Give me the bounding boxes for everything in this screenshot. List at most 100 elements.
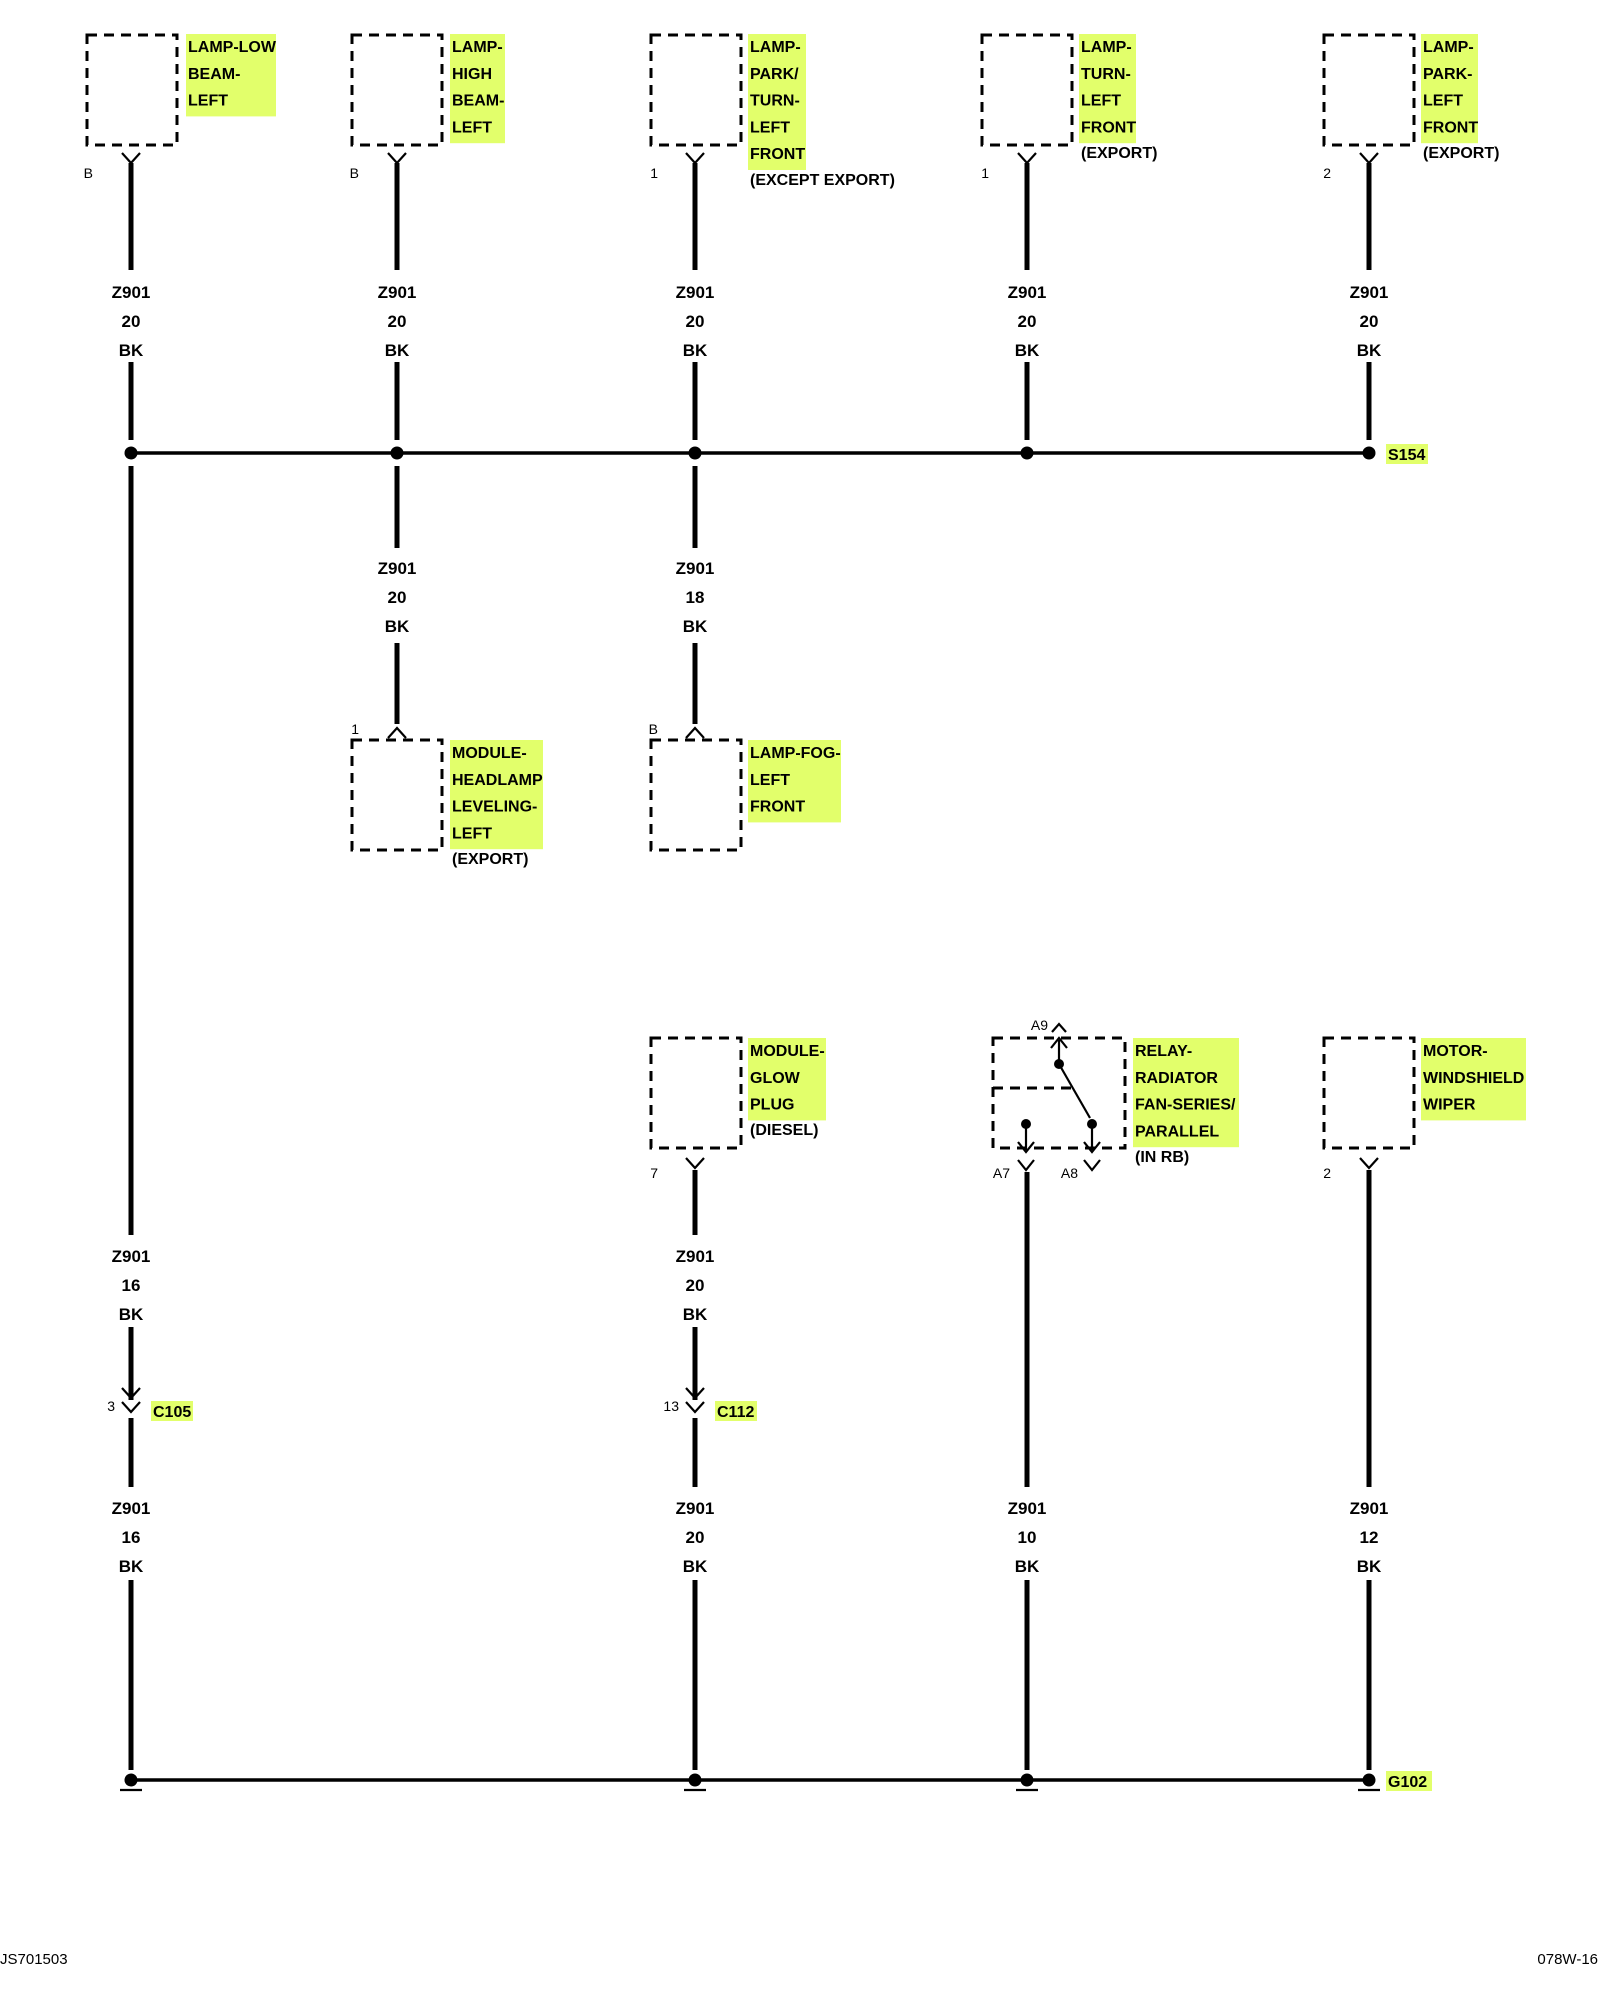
connector-caret [1083, 1159, 1101, 1172]
component-box [85, 33, 179, 147]
arrow-icon [1050, 1036, 1068, 1049]
component-box [980, 33, 1074, 147]
pin-label: 1 [650, 165, 658, 181]
pin-label: B [649, 721, 658, 737]
component-label-line: FAN-SERIES/ [1135, 1097, 1236, 1114]
ground-node [1362, 1773, 1376, 1787]
label-highlight [1421, 34, 1478, 144]
pin-label: 2 [1323, 1165, 1331, 1181]
connector-pin-label: 3 [107, 1398, 115, 1414]
component-label-line: WINDSHIELD [1423, 1070, 1524, 1087]
component-label-line: HIGH [452, 66, 492, 83]
component-label-line: MODULE- [750, 1043, 825, 1060]
component-box [1322, 1036, 1416, 1150]
component-label-line: LEFT [1081, 93, 1121, 110]
wire-circuit-label: Z901 [676, 283, 715, 302]
wire-color-label: BK [1015, 1557, 1040, 1576]
label-highlight [748, 740, 841, 823]
connector-caret [1017, 1159, 1035, 1172]
label-highlight [1079, 34, 1136, 144]
connector-pin-label: 13 [663, 1398, 679, 1414]
wire-gauge-label: 10 [1018, 1528, 1037, 1547]
splice-highlight [1386, 444, 1428, 464]
component-label-line: PARK/ [750, 66, 799, 83]
footer-id-left: JS701503 [0, 1951, 68, 1968]
connector-caret [685, 726, 705, 739]
component-label-line: LEFT [452, 119, 492, 136]
pin-label: 7 [650, 1165, 658, 1181]
label-highlight [748, 34, 806, 170]
component-label-line: RADIATOR [1135, 1070, 1218, 1087]
component-label-line: LAMP-FOG- [750, 745, 841, 762]
wire-gauge-label: 20 [388, 588, 407, 607]
ground-highlight [1386, 1771, 1432, 1791]
wire-circuit-label: Z901 [112, 1499, 151, 1518]
component-label-line: MOTOR- [1423, 1043, 1488, 1060]
component-label-line: LEFT [452, 825, 492, 842]
connector-highlight [715, 1401, 757, 1421]
component-label-line: WIPER [1423, 1097, 1476, 1114]
wire-circuit-label: Z901 [676, 1247, 715, 1266]
wire-circuit-label: Z901 [676, 1499, 715, 1518]
component-note: (EXPORT) [1081, 145, 1157, 162]
component-label-line: LAMP- [452, 39, 503, 56]
component-label-line: HEADLAMP [452, 772, 543, 789]
connector-caret [685, 152, 705, 165]
pin-label: A7 [993, 1165, 1010, 1181]
wire-circuit-label: Z901 [676, 559, 715, 578]
wire-circuit-label: Z901 [1008, 283, 1047, 302]
pin-label: 1 [351, 721, 359, 737]
label-highlight [1133, 1038, 1239, 1148]
highlight-layer [151, 34, 1526, 1791]
wire-circuit-label: Z901 [1008, 1499, 1047, 1518]
splice-node [688, 446, 702, 460]
wire-color-label: BK [119, 341, 144, 360]
splice-node [124, 446, 138, 460]
connector-caret [1017, 152, 1037, 165]
component-label-line: LAMP- [1423, 39, 1474, 56]
pin-label: A8 [1061, 1165, 1078, 1181]
component-note: (EXPORT) [452, 851, 528, 868]
component-label-line: FRONT [1423, 119, 1478, 136]
wire-color-label: BK [1015, 341, 1040, 360]
component-box [991, 1036, 1127, 1150]
wire-color-label: BK [385, 341, 410, 360]
component-label-line: FRONT [1081, 119, 1136, 136]
wire-circuit-label: Z901 [378, 559, 417, 578]
wire-gauge-label: 18 [686, 588, 705, 607]
ground-node [688, 1773, 702, 1787]
component-label-line: BEAM- [452, 93, 504, 110]
arrow-icon [1083, 1141, 1101, 1154]
ground-node [124, 1773, 138, 1787]
wire-color-label: BK [683, 617, 708, 636]
component-label-line: RELAY- [1135, 1043, 1192, 1060]
component-box [649, 1036, 743, 1150]
component-label-line: TURN- [1081, 66, 1131, 83]
component-box [1322, 33, 1416, 147]
connector-caret [1359, 1157, 1379, 1170]
component-note: (IN RB) [1135, 1149, 1189, 1166]
wire-gauge-label: 20 [1360, 312, 1379, 331]
component-label-line: BEAM- [188, 66, 240, 83]
label-highlight [450, 740, 543, 850]
splice-node [1020, 446, 1034, 460]
component-box [649, 738, 743, 852]
relay-switch-arm [1058, 1063, 1091, 1119]
wire-gauge-label: 16 [122, 1276, 141, 1295]
pin-label: 1 [981, 165, 989, 181]
wire-circuit-label: Z901 [112, 1247, 151, 1266]
connector-caret [1051, 1022, 1067, 1033]
label-highlight [748, 1038, 826, 1121]
component-box [649, 33, 743, 147]
component-label-line: PARK- [1423, 66, 1472, 83]
component-label-line: GLOW [750, 1070, 801, 1087]
component-label-line: LEFT [750, 772, 790, 789]
connector-caret [387, 726, 407, 739]
component-label-line: PLUG [750, 1097, 794, 1114]
component-note: (EXPORT) [1423, 145, 1499, 162]
component-label-line: LAMP- [1081, 39, 1132, 56]
footer-id-right: 078W-16 [1537, 1951, 1598, 1968]
wire-gauge-label: 20 [686, 312, 705, 331]
component-label-line: LAMP-LOW [188, 39, 277, 56]
wire-color-label: BK [1357, 341, 1382, 360]
